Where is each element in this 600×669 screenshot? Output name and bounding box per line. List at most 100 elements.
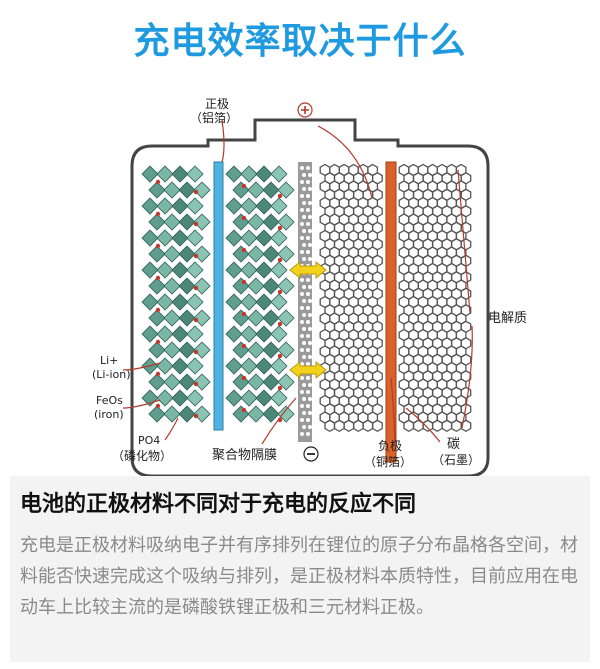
separator-pore <box>302 341 306 345</box>
crystal-unit <box>163 405 181 423</box>
crystal-unit <box>171 261 189 279</box>
crystal-unit <box>232 405 250 423</box>
battery-diagram: 正极 （铝箔） ⊕ Li+ (Li-ion) FeOs (iron) PO4 （… <box>0 78 600 478</box>
crystal-unit <box>240 357 258 375</box>
crystal-unit <box>193 341 211 359</box>
lithium-ion-dot <box>193 285 199 291</box>
crystal-unit <box>193 181 211 199</box>
crystal-unit <box>277 181 295 199</box>
separator-pore <box>306 166 310 170</box>
crystal-unit <box>163 213 181 231</box>
separator-pore <box>300 362 304 366</box>
crystal-unit <box>277 341 295 359</box>
lithium-ion-dot <box>155 275 161 281</box>
crystal-unit <box>171 229 189 247</box>
crystal-unit <box>141 293 159 311</box>
lithium-ion-dot <box>241 215 247 221</box>
separator-pore <box>308 327 312 331</box>
crystal-unit <box>163 245 181 263</box>
anode-graphite-region <box>319 163 472 433</box>
separator-pore <box>306 376 310 380</box>
crystal-unit <box>262 309 280 327</box>
separator-pore <box>308 229 312 233</box>
crystal-unit <box>186 229 204 247</box>
caption-body: 充电是正极材料吸纳电子并有序排列在锂位的原子分布晶格各空间，材料能否快速完成这个… <box>20 535 578 618</box>
lithium-ion-dot <box>241 407 247 413</box>
crystal-unit <box>171 325 189 343</box>
crystal-unit <box>270 261 288 279</box>
crystal-unit <box>270 325 288 343</box>
crystal-unit <box>247 181 265 199</box>
separator-pore <box>308 397 312 401</box>
lithium-ion-dot <box>241 279 247 285</box>
crystal-unit <box>186 165 204 183</box>
crystal-unit <box>148 309 166 327</box>
separator-pore <box>300 222 304 226</box>
crystal-unit <box>262 213 280 231</box>
separator-pore <box>306 250 310 254</box>
separator-pore <box>306 292 310 296</box>
crystal-unit <box>225 229 243 247</box>
lithium-ion-dot <box>193 221 199 227</box>
separator-pore <box>306 236 310 240</box>
crystal-unit <box>277 373 295 391</box>
separator-pore <box>300 306 304 310</box>
label-cathode-foil-line2: （铝箔） <box>190 110 238 125</box>
separator-pore <box>308 187 312 191</box>
lithium-ion-dot <box>193 189 199 195</box>
crystal-unit <box>171 389 189 407</box>
crystal-unit <box>255 293 273 311</box>
crystal-unit <box>270 389 288 407</box>
crystal-unit <box>148 405 166 423</box>
label-carbon-line2: （石墨） <box>432 453 480 467</box>
separator-pore <box>306 348 310 352</box>
crystal-unit <box>193 213 211 231</box>
separator-pore <box>308 285 312 289</box>
lithium-ion-dot <box>277 257 283 263</box>
lithium-ion-dot <box>277 385 283 391</box>
crystal-unit <box>148 181 166 199</box>
lithium-ion-dot <box>193 381 199 387</box>
crystal-unit <box>232 373 250 391</box>
crystal-unit <box>141 261 159 279</box>
separator-pore <box>302 229 306 233</box>
separator-pore <box>302 201 306 205</box>
battery-diagram-svg: 正极 （铝箔） ⊕ Li+ (Li-ion) FeOs (iron) PO4 （… <box>92 97 527 478</box>
lithium-ion-dot <box>155 211 161 217</box>
separator-membrane <box>298 162 312 442</box>
graphite-hexagon <box>441 419 453 433</box>
cathode-foil-bar <box>213 161 224 431</box>
separator-pore <box>306 404 310 408</box>
separator-pore <box>300 376 304 380</box>
crystal-unit <box>163 373 181 391</box>
graphite-hexagon <box>343 419 355 433</box>
crystal-unit <box>186 389 204 407</box>
crystal-unit <box>186 325 204 343</box>
graphite-hexagon <box>333 419 345 433</box>
separator-pore <box>308 411 312 415</box>
crystal-unit <box>277 277 295 295</box>
label-li-ion-line1: Li+ <box>100 354 118 367</box>
crystal-unit <box>270 229 288 247</box>
crystal-unit <box>277 213 295 231</box>
crystal-unit <box>232 245 250 263</box>
crystal-unit <box>193 373 211 391</box>
battery-casing <box>130 118 490 478</box>
separator-pore <box>308 201 312 205</box>
crystal-unit <box>193 277 211 295</box>
separator-pore <box>306 362 310 366</box>
crystal-unit <box>156 293 174 311</box>
crystal-unit <box>148 213 166 231</box>
lithium-ion-dot <box>155 243 161 249</box>
separator-pore <box>300 404 304 408</box>
lithium-ion-dot <box>155 307 161 313</box>
label-feos-line1: FeOs <box>96 394 123 407</box>
separator-pore <box>302 187 306 191</box>
separator-pore <box>300 390 304 394</box>
label-anode-foil-line2: （铜箔） <box>364 454 412 469</box>
separator-pore <box>308 299 312 303</box>
crystal-unit <box>232 277 250 295</box>
leader-lines <box>122 119 473 445</box>
graphite-hexagon <box>403 419 415 433</box>
lithium-ion-dot <box>155 179 161 185</box>
